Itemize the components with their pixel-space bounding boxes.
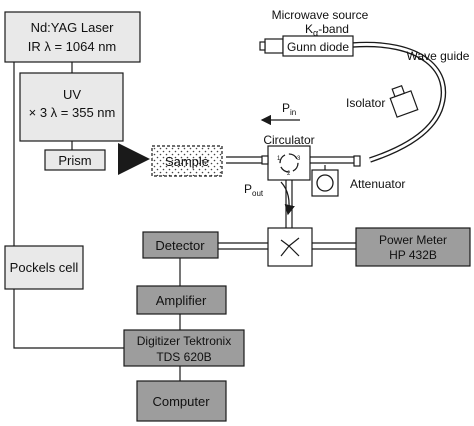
circulator-symbol [279, 153, 299, 173]
pin-main: P [282, 101, 290, 115]
digitizer-label-line2: TDS 620B [156, 350, 211, 364]
digitizer-label-line1: Digitizer Tektronix [137, 334, 231, 348]
pockels-box [4, 245, 84, 290]
uv-label-line2: × 3 λ = 355 nm [29, 105, 116, 120]
computer-box [136, 380, 227, 422]
attenuator-port [353, 155, 361, 167]
laser-label-line1: Nd:YAG Laser [31, 20, 115, 35]
attenuator-dial-icon [316, 174, 334, 192]
detector-box [142, 231, 219, 259]
uv-box [19, 72, 124, 142]
circulator-port-3: 3 [297, 156, 301, 162]
isolator-label: Isolator [346, 96, 385, 110]
band-rest: -band [318, 22, 349, 36]
curved-waveguide-inner [351, 43, 445, 162]
gunn-diode-cap [264, 38, 284, 54]
pout-sub: out [252, 189, 264, 198]
band-label: Kα-band [305, 22, 349, 38]
gunn-label: Gunn diode [287, 40, 349, 54]
pout-label: Pout [244, 182, 264, 198]
band-subscript: α [313, 28, 318, 38]
laser-label-line2: IR λ = 1064 nm [28, 39, 117, 54]
attenuator-box [311, 169, 339, 197]
sample-waveguide [226, 156, 268, 164]
circulator-box [267, 145, 311, 181]
circulator-port-1: 1 [277, 156, 281, 162]
detector-label: Detector [155, 238, 205, 253]
pout-arrow [280, 181, 295, 216]
powermeter-waveguide [312, 242, 356, 250]
uv-label-line1: UV [63, 87, 81, 102]
circulator-label: Circulator [263, 133, 314, 147]
band-k: K [305, 22, 313, 36]
attenuator-label: Attenuator [350, 177, 405, 191]
pin-sub: in [290, 108, 296, 117]
trigger-line [13, 62, 124, 349]
power-meter-label-line1: Power Meter [379, 233, 447, 247]
amplifier-box [136, 285, 227, 315]
prism-box [44, 149, 106, 171]
amplifier-label: Amplifier [156, 293, 207, 308]
power-meter-label-line2: HP 432B [389, 248, 437, 262]
gunn-diode-pin [259, 41, 266, 51]
waveguide-label: Wave guide [407, 49, 470, 63]
digitizer-box [123, 329, 245, 367]
connection-lines [13, 62, 356, 381]
detector-waveguide [218, 242, 268, 250]
pin-label: Pin [282, 101, 296, 117]
pockels-label: Pockels cell [10, 260, 79, 275]
pout-main: P [244, 182, 252, 196]
coupler-arrows-icon [280, 237, 300, 257]
power-meter-box [355, 227, 471, 267]
vertical-waveguide [285, 180, 293, 228]
laser-box [4, 11, 141, 63]
sample-label: Sample [165, 154, 209, 169]
computer-label: Computer [152, 394, 210, 409]
microwave-label: Microwave source [272, 8, 369, 22]
circulator-port-left [261, 155, 269, 165]
circulator-waveguide [310, 156, 356, 164]
gunn-diode-box [282, 35, 354, 57]
circulator-port-2: 2 [287, 171, 291, 177]
sample-box [151, 145, 223, 177]
isolator-cap [391, 84, 406, 98]
prism-label: Prism [58, 153, 91, 168]
